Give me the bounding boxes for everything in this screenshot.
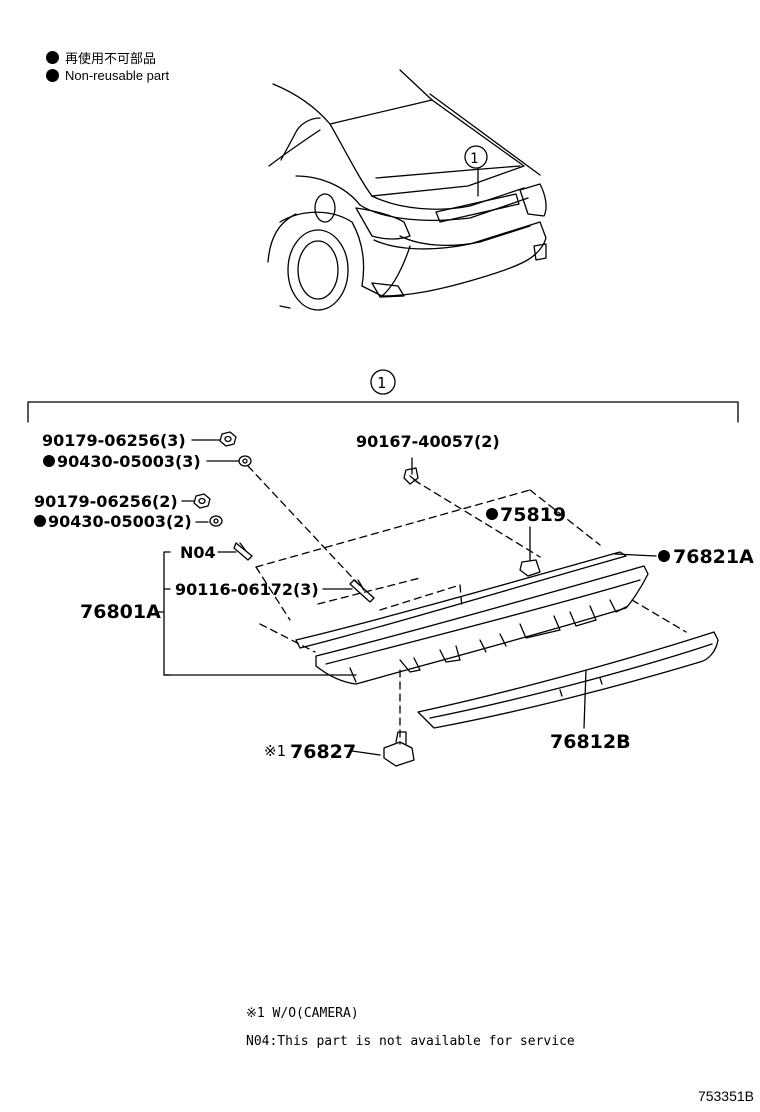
leader-lines — [154, 439, 657, 756]
part-label-90116: 90116-06172(3) — [175, 580, 319, 599]
part-label-90430-2: 90430-05003(2) — [48, 512, 192, 531]
non-reusable-dot-icon — [658, 550, 670, 562]
part-label-90179-3: 90179-06256(3) — [42, 431, 186, 450]
non-reusable-dot-icon — [43, 455, 55, 467]
garnish-parts — [295, 551, 719, 729]
part-label-90430-3: 90430-05003(3) — [57, 452, 201, 471]
non-reusable-dot-icon — [486, 508, 498, 520]
footnote-n04: N04:This part is not available for servi… — [246, 1034, 575, 1049]
legend-text-jp: 再使用不可部品 — [65, 51, 157, 66]
part-label-90179-2: 90179-06256(2) — [34, 492, 178, 511]
part-note-mark: ※1 — [264, 742, 286, 760]
footnote-camera: ※1 W/O(CAMERA) — [246, 1006, 359, 1021]
part-label-90167: 90167-40057(2) — [356, 432, 500, 451]
assembly-bracket — [27, 369, 739, 423]
assembly-callout-number: 1 — [377, 374, 386, 392]
alignment-dashed-lines — [247, 465, 687, 745]
legend-text-en: Non-reusable part — [65, 68, 170, 83]
diagram-code: 753351B — [697, 1088, 754, 1104]
part-label-76821a: 76821A — [673, 546, 754, 568]
part-label-76827: 76827 — [290, 741, 356, 763]
part-label-76801a: 76801A — [80, 601, 161, 623]
legend-item-japanese: 再使用不可部品 — [46, 48, 156, 67]
fastener-parts — [193, 431, 541, 767]
part-label-n04: N04 — [180, 543, 216, 562]
non-reusable-dot-icon — [34, 515, 46, 527]
part-label-75819: 75819 — [500, 504, 566, 526]
car-rear-illustration — [267, 69, 547, 311]
car-callout-number: 1 — [470, 151, 478, 167]
part-label-76812b: 76812B — [550, 731, 631, 753]
non-reusable-dot-icon — [46, 69, 59, 82]
legend-item-english: Non-reusable part — [46, 68, 169, 83]
non-reusable-dot-icon — [46, 51, 59, 64]
